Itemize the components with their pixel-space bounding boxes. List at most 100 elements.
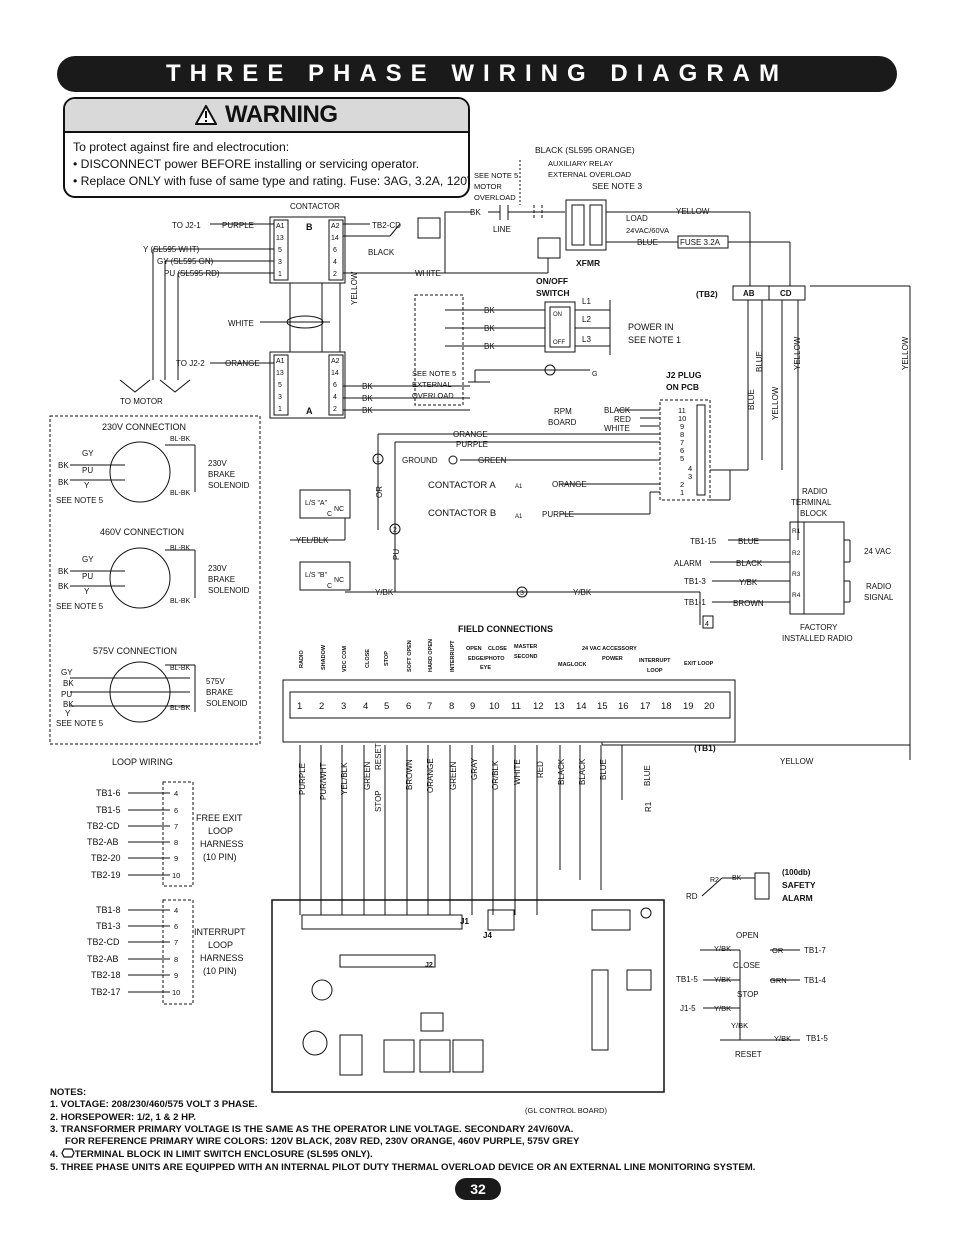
switch-overload: OVERLOAD bbox=[412, 391, 454, 400]
wire-green-1: GREEN bbox=[363, 761, 372, 790]
bk-switch-3: BK bbox=[484, 342, 495, 351]
bk-switch-2: BK bbox=[484, 324, 495, 333]
tb2-cd-label: TB2-CD bbox=[372, 221, 401, 230]
j2-pin-5: 5 bbox=[680, 454, 684, 463]
bk-wire-label-3: BK bbox=[362, 406, 373, 415]
field-int-loop-1: INTERRUPT bbox=[639, 658, 671, 664]
r2-label: R2 bbox=[792, 550, 801, 557]
j2-pin-6: 6 bbox=[680, 446, 684, 455]
int-pin-6: 10 bbox=[172, 988, 180, 997]
contactor-b-left-1: A1 bbox=[276, 223, 285, 230]
field-radio: RADIO bbox=[299, 650, 305, 668]
power-see-note1: SEE NOTE 1 bbox=[628, 335, 681, 345]
radio-black: BLACK bbox=[736, 559, 763, 568]
int-tb-4: TB2-AB bbox=[87, 954, 119, 964]
switch-label: SWITCH bbox=[536, 288, 570, 298]
field-title: FIELD CONNECTIONS bbox=[458, 624, 553, 634]
j2-pin-3: 3 bbox=[688, 472, 692, 481]
note-3b: FOR REFERENCE PRIMARY WIRE COLORS: 120V … bbox=[65, 1136, 580, 1148]
contactor-a-right-3: 6 bbox=[333, 382, 337, 389]
int-tb-6: TB2-17 bbox=[91, 987, 121, 997]
v230-pu: PU bbox=[82, 466, 93, 475]
note-4-text: TERMINAL BLOCK IN LIMIT SWITCH ENCLOSURE… bbox=[74, 1149, 373, 1161]
field-vdc-com: VDC COM bbox=[342, 646, 348, 672]
contactor-a-box bbox=[269, 351, 346, 419]
j2-pin-10: 10 bbox=[678, 414, 686, 423]
field-close: CLOSE bbox=[365, 649, 371, 668]
transformer bbox=[565, 199, 607, 251]
bk-wire-label-2: BK bbox=[362, 394, 373, 403]
v460-bk-2: BK bbox=[58, 582, 69, 591]
contactor-b-letter: B bbox=[306, 222, 313, 232]
warning-line-2: • DISCONNECT power BEFORE installing or … bbox=[73, 157, 420, 171]
bk-label-overload: BK bbox=[470, 208, 481, 217]
contactor-a-left-1: A1 bbox=[276, 358, 285, 365]
sw-tb1-4: TB1-4 bbox=[804, 976, 826, 985]
ground-g-label: G bbox=[592, 371, 597, 378]
warning-heading-text: WARNING bbox=[225, 101, 338, 128]
wire-red: RED bbox=[536, 761, 545, 778]
board-r2: R2 bbox=[710, 877, 719, 884]
v575-solenoid: SOLENOID bbox=[206, 699, 248, 708]
int-label-3: HARNESS bbox=[200, 953, 244, 963]
v230-blbk-2: BL-BK bbox=[170, 490, 191, 497]
free-tb-3: TB2-CD bbox=[87, 821, 120, 831]
int-pin-2: 6 bbox=[174, 922, 178, 931]
int-label-1: INTERRUPT bbox=[194, 927, 246, 937]
terminal-12: 12 bbox=[533, 701, 544, 712]
overload-label: OVERLOAD bbox=[474, 193, 516, 202]
terminal-9: 9 bbox=[470, 701, 475, 712]
hexagon-icon bbox=[61, 1148, 75, 1159]
terminal-13: 13 bbox=[554, 701, 565, 712]
tb1-15-label: TB1-15 bbox=[690, 537, 717, 546]
int-pin-5: 9 bbox=[174, 971, 178, 980]
wire-or-blk: OR/BLK bbox=[491, 760, 500, 790]
warning-heading: WARNING bbox=[65, 99, 468, 133]
field-second: SECOND bbox=[514, 654, 538, 660]
v460-note5: SEE NOTE 5 bbox=[56, 602, 104, 611]
tb1-label: (TB1) bbox=[694, 743, 716, 753]
v460-bk-1: BK bbox=[58, 567, 69, 576]
terminal-20: 20 bbox=[704, 701, 715, 712]
note-1: 1. VOLTAGE: 208/230/460/575 VOLT 3 PHASE… bbox=[50, 1099, 258, 1111]
j2-on-pcb-label: ON PCB bbox=[666, 382, 699, 392]
terminal-3: 3 bbox=[341, 701, 346, 712]
page-title: THREE PHASE WIRING DIAGRAM bbox=[57, 56, 897, 92]
tb1-1-label: TB1-1 bbox=[684, 598, 706, 607]
j2-black: BLACK bbox=[604, 406, 631, 415]
white-wire-label-2: WHITE bbox=[228, 319, 254, 328]
tb2-yellow-3: YELLOW bbox=[901, 336, 910, 370]
terminal-1: 1 bbox=[297, 701, 302, 712]
sw-tb1-5: TB1-5 bbox=[676, 975, 698, 984]
contactor-b-mid: CONTACTOR B bbox=[428, 508, 496, 519]
v575-note5: SEE NOTE 5 bbox=[56, 719, 104, 728]
circle-3: 3 bbox=[520, 590, 524, 597]
j2-pin-11: 11 bbox=[678, 406, 686, 415]
v230-title: 230V CONNECTION bbox=[102, 422, 186, 432]
field-eye: EYE bbox=[480, 665, 491, 671]
pu-sl595-label: PU (SL595 RD) bbox=[164, 269, 220, 278]
wire-gray: GRAY bbox=[470, 757, 479, 780]
field-close2: CLOSE bbox=[488, 646, 507, 652]
tb2-cd: CD bbox=[780, 289, 792, 298]
free-pin-5: 9 bbox=[174, 854, 178, 863]
board-bk: BK bbox=[732, 875, 742, 882]
tb2-ab: AB bbox=[743, 289, 755, 298]
v575-gy: GY bbox=[61, 668, 73, 677]
radio-brown: BROWN bbox=[733, 599, 764, 608]
field-stop: STOP bbox=[384, 651, 390, 666]
ls-a-c: C bbox=[327, 511, 332, 518]
circle-1: 1 bbox=[376, 457, 380, 464]
contactor-a-right-1: A2 bbox=[331, 358, 340, 365]
v230-blbk-1: BL-BK bbox=[170, 436, 191, 443]
gy-sl595-label: GY (SL595 GN) bbox=[157, 257, 214, 266]
contactor-b-right-1: A2 bbox=[331, 223, 340, 230]
v230-bk-2: BK bbox=[58, 478, 69, 487]
field-hard-open: HARD OPEN bbox=[428, 639, 434, 672]
v460-title: 460V CONNECTION bbox=[100, 527, 184, 537]
v575-brake-v: 575V bbox=[206, 677, 225, 686]
factory-label: FACTORY bbox=[800, 623, 838, 632]
wire-black-1: BLACK bbox=[557, 758, 566, 785]
wire-stop: STOP bbox=[374, 790, 383, 812]
terminal-17: 17 bbox=[640, 701, 651, 712]
